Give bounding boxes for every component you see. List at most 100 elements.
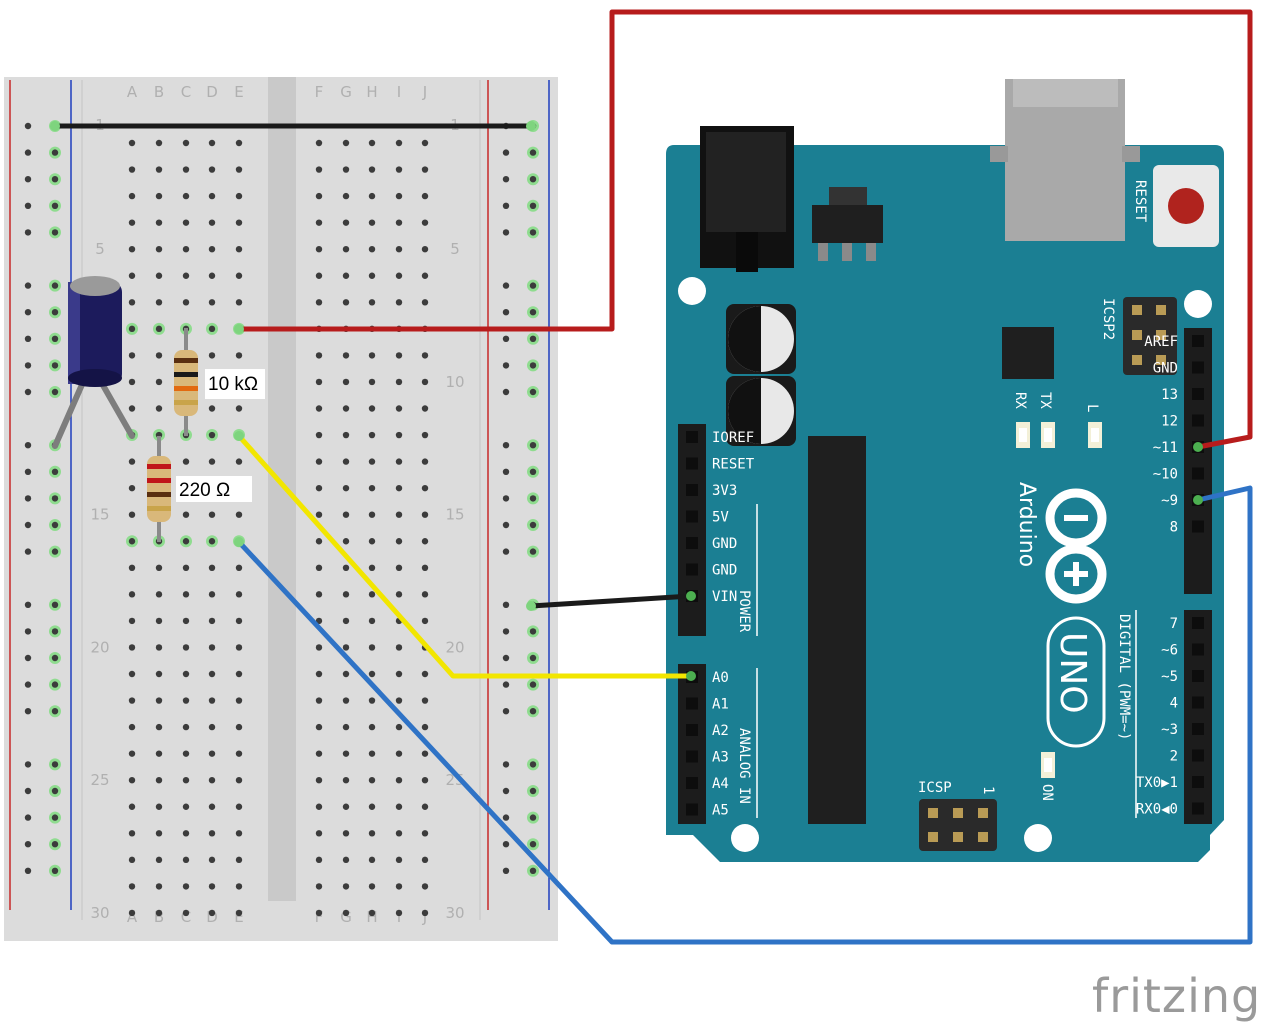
header-pin[interactable] xyxy=(686,510,698,523)
breadboard-hole xyxy=(421,564,429,571)
breadboard-hole xyxy=(395,511,403,518)
header-pin[interactable] xyxy=(686,537,698,549)
row-label-left: 30 xyxy=(90,904,109,922)
breadboard-hole xyxy=(208,246,216,253)
header-pin[interactable] xyxy=(1192,696,1204,709)
header-pin[interactable] xyxy=(1192,643,1204,656)
breadboard-hole xyxy=(395,591,403,598)
breadboard-hole xyxy=(155,139,163,147)
breadboard-hole xyxy=(315,484,323,492)
breadboard-hole xyxy=(235,458,243,465)
pin-label: ~3 xyxy=(1161,722,1178,738)
breadboard-hole xyxy=(368,192,376,200)
breadboard-hole xyxy=(395,803,403,810)
pin-label: A2 xyxy=(712,723,729,739)
rx-led xyxy=(1016,422,1030,448)
resistor-10k-label: 10 kΩ xyxy=(208,374,258,395)
breadboard-hole xyxy=(128,670,136,678)
breadboard-hole xyxy=(368,219,376,226)
breadboard-hole xyxy=(502,708,510,715)
header-pin[interactable] xyxy=(1192,749,1204,762)
header-pin[interactable] xyxy=(1192,617,1204,629)
breadboard-hole xyxy=(395,723,403,731)
breadboard-hole xyxy=(342,909,350,917)
header-pin[interactable] xyxy=(686,803,698,816)
breadboard-hole xyxy=(368,272,376,279)
reset-button[interactable] xyxy=(1153,165,1219,247)
header-pin[interactable] xyxy=(1192,467,1204,480)
breadboard-hole xyxy=(51,229,59,236)
pin-label: IOREF xyxy=(712,430,754,446)
header-pin[interactable] xyxy=(1192,670,1204,682)
breadboard-hole xyxy=(208,670,216,678)
breadboard-hole xyxy=(235,139,243,147)
header-pin[interactable] xyxy=(1192,802,1204,815)
breadboard-hole xyxy=(368,830,376,837)
breadboard-hole xyxy=(208,564,216,571)
breadboard-hole xyxy=(182,723,190,731)
breadboard-hole xyxy=(24,362,32,369)
digital-header-bottom xyxy=(1184,610,1212,824)
breadboard-hole xyxy=(368,458,376,465)
model-label: UNO xyxy=(1052,632,1093,714)
breadboard-hole xyxy=(342,431,350,439)
breadboard-hole xyxy=(502,761,510,768)
breadboard-hole xyxy=(395,830,403,837)
breadboard-hole xyxy=(128,166,136,173)
header-pin[interactable] xyxy=(686,563,698,576)
breadboard-hole xyxy=(155,219,163,226)
header-pin[interactable] xyxy=(686,724,698,736)
breadboard-hole xyxy=(395,697,403,704)
header-pin[interactable] xyxy=(686,484,698,496)
breadboard-hole xyxy=(51,335,59,342)
breadboard-hole xyxy=(155,352,163,359)
pin-label: GND xyxy=(712,563,737,579)
breadboard-hole xyxy=(128,378,136,386)
header-pin[interactable] xyxy=(686,697,698,710)
breadboard-hole xyxy=(315,166,323,173)
header-pin[interactable] xyxy=(686,777,698,789)
breadboard-hole xyxy=(315,192,323,200)
header-pin[interactable] xyxy=(1192,361,1204,374)
breadboard-hole xyxy=(128,458,136,465)
breadboard-hole xyxy=(155,564,163,571)
mounting-hole xyxy=(678,277,706,305)
row-label-right: 30 xyxy=(445,904,464,922)
breadboard-hole xyxy=(421,405,429,412)
breadboard-hole xyxy=(128,830,136,837)
breadboard-hole xyxy=(51,654,59,662)
header-pin[interactable] xyxy=(1192,335,1204,347)
column-label-bottom: A xyxy=(127,908,138,926)
header-pin[interactable] xyxy=(686,431,698,443)
breadboard-hole xyxy=(529,867,537,874)
breadboard-hole xyxy=(128,883,136,890)
usb-connector xyxy=(990,79,1140,241)
header-pin[interactable] xyxy=(1192,414,1204,427)
pin-label: A4 xyxy=(712,776,729,792)
breadboard-hole xyxy=(51,468,59,475)
header-pin[interactable] xyxy=(1192,520,1204,533)
breadboard-hole xyxy=(342,617,350,625)
breadboard-hole xyxy=(51,521,59,529)
column-label-bottom: D xyxy=(206,908,218,926)
breadboard-hole xyxy=(182,299,190,306)
header-pin[interactable] xyxy=(686,750,698,763)
breadboard-hole xyxy=(208,750,216,757)
breadboard-hole xyxy=(128,564,136,571)
breadboard-hole xyxy=(51,787,59,795)
breadboard-hole xyxy=(51,601,59,608)
pin-label: ~9 xyxy=(1161,493,1178,509)
header-pin[interactable] xyxy=(1192,723,1204,735)
breadboard-hole xyxy=(315,139,323,147)
breadboard-hole xyxy=(502,442,510,449)
breadboard-hole xyxy=(315,909,323,917)
breadboard-hole xyxy=(421,511,429,518)
header-pin[interactable] xyxy=(1192,776,1204,788)
breadboard-hole xyxy=(529,681,537,688)
header-pin[interactable] xyxy=(1192,388,1204,400)
breadboard-hole xyxy=(502,468,510,475)
header-pin[interactable] xyxy=(686,457,698,470)
breadboard-hole xyxy=(24,229,32,236)
breadboard-hole xyxy=(395,139,403,147)
